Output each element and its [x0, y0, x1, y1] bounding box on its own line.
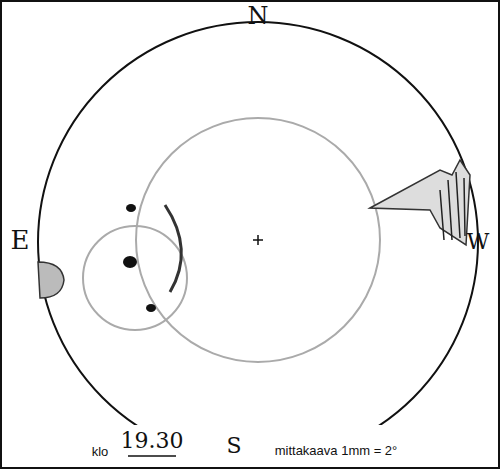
compass-label: N [248, 4, 269, 28]
dot [123, 256, 137, 268]
compass-label: S [226, 435, 241, 457]
dot [146, 304, 156, 312]
underline [128, 455, 176, 457]
shaded-region [370, 160, 470, 245]
caption-strip [2, 425, 498, 467]
time-value: 19.30 [121, 430, 184, 452]
dot [126, 204, 136, 212]
horizon-circle [38, 22, 478, 462]
compass-label: W [467, 231, 490, 253]
shaded-region [38, 262, 64, 298]
hatching [440, 172, 465, 240]
compass-label: E [11, 227, 30, 253]
scale-note: mittakaava 1mm = 2° [275, 444, 398, 457]
zenith-mark [253, 235, 263, 245]
inner-circle [136, 118, 380, 362]
time-label: klo [92, 445, 109, 458]
arc-mark [165, 205, 181, 292]
small-circle [83, 226, 187, 330]
